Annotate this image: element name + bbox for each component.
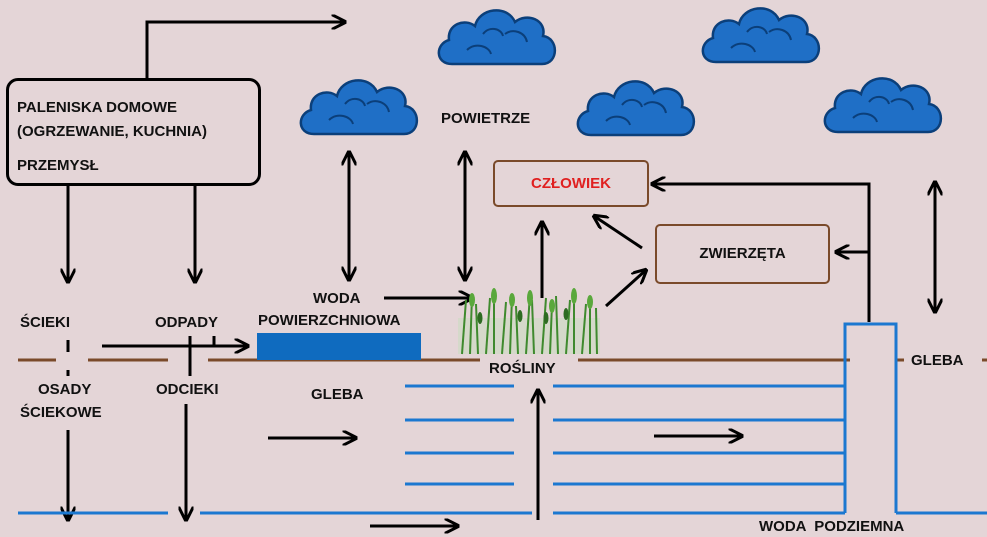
sludge-label-2: ŚCIEKOWE [20,404,102,421]
arrow-plants-animals [604,270,646,308]
source-line-3: PRZEMYSŁ [17,157,99,174]
plants-icon [458,288,600,355]
animals-box: ZWIERZĘTA [655,224,830,284]
plants-label: ROŚLINY [489,360,556,377]
surface-water-label-2: POWIERZCHNIOWA [258,312,401,329]
pollution-sources-box: PALENISKA DOMOWE (OGRZEWANIE, KUCHNIA) P… [6,78,261,186]
groundwater-label: WODA PODZIEMNA [759,518,905,535]
cloud-icon [576,80,696,137]
air-label: POWIETRZE [441,110,531,127]
waste-label: ODPADY [155,314,219,331]
arrow-to-air [145,22,345,78]
arrow-animals-human [594,216,643,250]
human-label: CZŁOWIEK [531,175,611,192]
leachate-label: ODCIEKI [156,381,219,398]
human-box: CZŁOWIEK [493,160,649,207]
cloud-icon [823,77,943,134]
groundwater-well [843,322,898,513]
source-line-1: PALENISKA DOMOWE [17,99,177,116]
source-line-2: (OGRZEWANIE, KUCHNIA) [17,123,207,140]
sludge-label-1: OSADY [38,381,92,398]
cloud-icon [437,9,557,66]
cloud-icon [701,7,821,64]
animals-label: ZWIERZĘTA [699,245,786,262]
wastewater-label: ŚCIEKI [20,314,71,331]
surface-water-label-1: WODA [313,290,361,307]
cloud-icon [299,79,419,136]
soil-label-left: GLEBA [311,386,364,403]
soil-label-right: GLEBA [911,352,964,369]
arrow-groundwater-human [652,184,871,322]
surface-water-bar [257,333,421,360]
